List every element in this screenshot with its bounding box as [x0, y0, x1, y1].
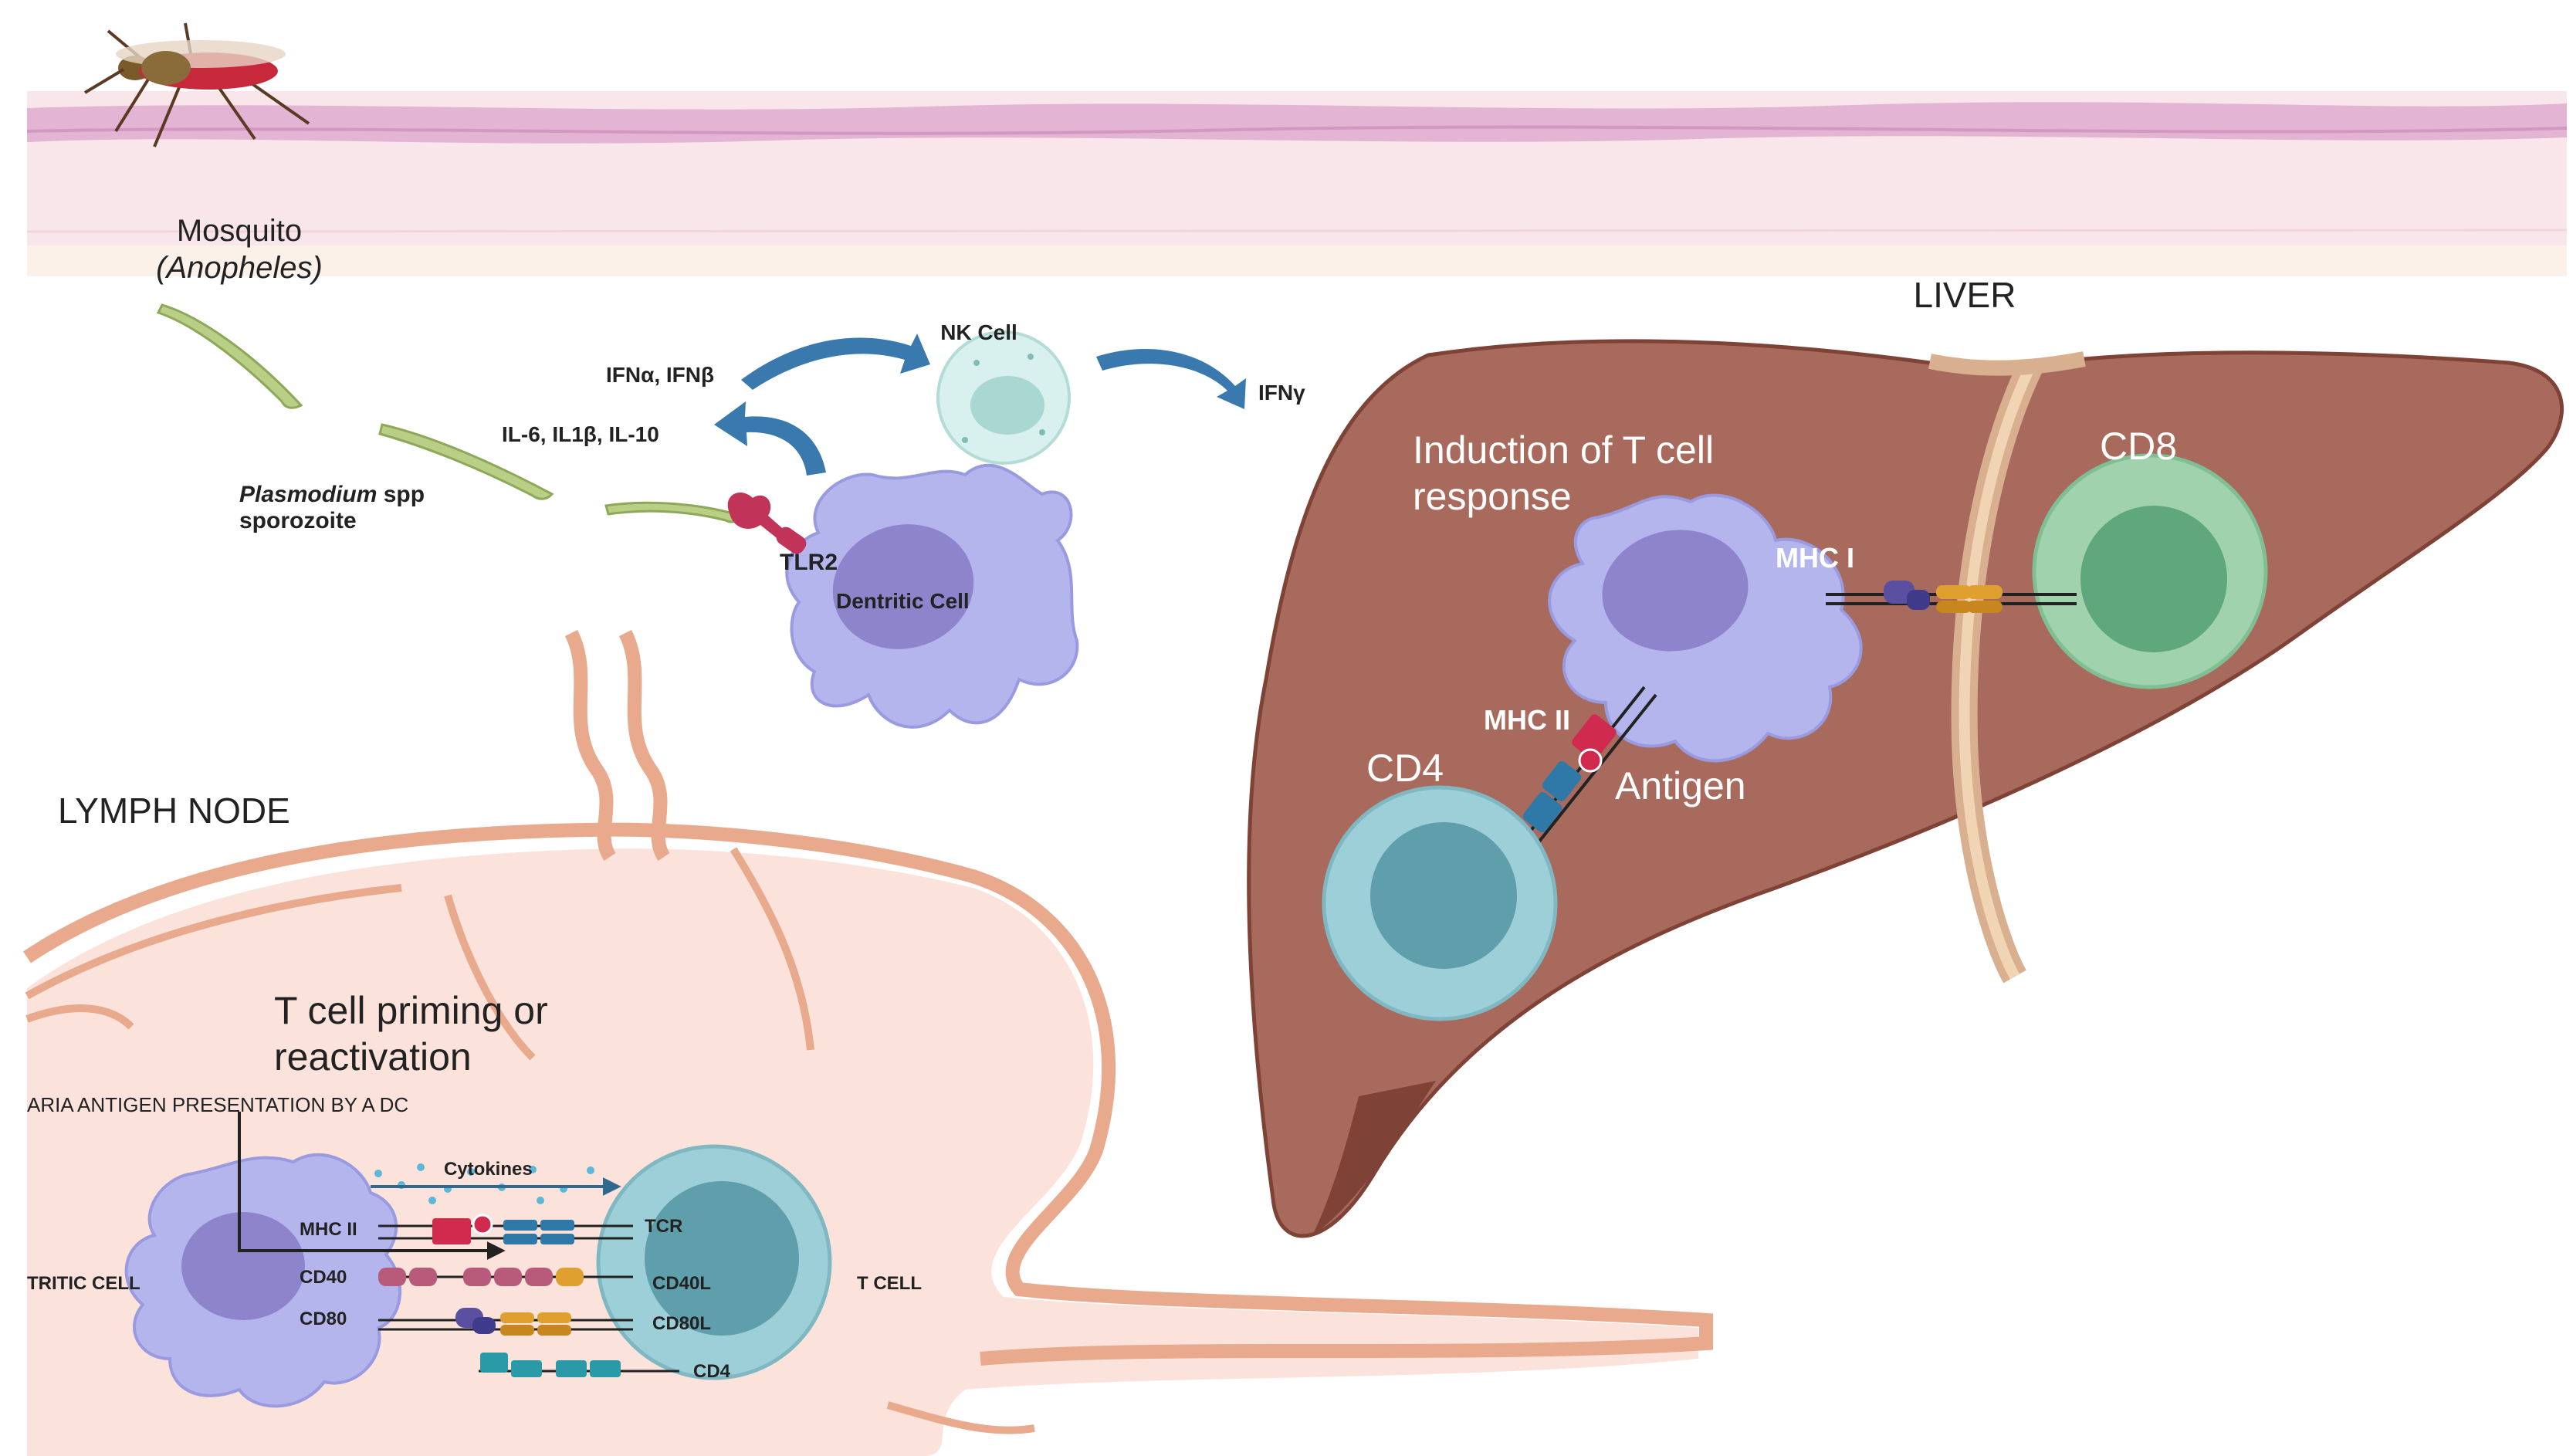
mhc1-complex: [1826, 581, 2077, 613]
sporozoite-label: Plasmodium spp: [239, 482, 425, 507]
cytokine-arrows: [714, 334, 1246, 476]
cd4-label-liver: CD4: [1366, 747, 1444, 790]
induction-line2: response: [1413, 475, 1572, 518]
lymph-cd4-label: CD4: [693, 1361, 731, 1382]
cd80l-label: CD80L: [652, 1313, 711, 1334]
tcr-label: TCR: [645, 1216, 682, 1237]
t-cell-lymph: [596, 1144, 832, 1380]
nk-cell-label: NK Cell: [940, 320, 1017, 344]
ifn-ab-label: IFNα, IFNβ: [606, 363, 714, 387]
skin-line: [26, 125, 2568, 135]
liver-title: LIVER: [1914, 275, 2016, 315]
cd40-label: CD40: [300, 1267, 347, 1288]
sporozoite: [604, 501, 743, 523]
sporozoite: [156, 303, 303, 409]
cd40l-label: CD40L: [652, 1273, 711, 1294]
skin-layer: [26, 91, 2568, 276]
induction-line1: Induction of T cell: [1413, 428, 1714, 472]
receptor-cd4: [479, 1353, 679, 1377]
mhc1-label: MHC I: [1776, 542, 1854, 574]
lymph-node: [23, 629, 1713, 1456]
skin-hypodermis: [27, 245, 2567, 276]
receptor-cd40: [378, 1268, 633, 1286]
sporozoite: [378, 423, 554, 500]
dendritic-cell-label: Dentritic Cell: [836, 589, 970, 613]
cd8-cell: [2032, 453, 2268, 689]
mosquito-species: (Anopheles): [156, 251, 323, 285]
tlr2-receptor: [727, 492, 807, 554]
cytokines-label: Cytokines: [444, 1159, 533, 1180]
lymph-node-title: LYMPH NODE: [58, 791, 290, 831]
ifng-label: IFNγ: [1258, 381, 1305, 405]
presentation-pointer: [238, 1112, 506, 1260]
presentation-caption: ARIA ANTIGEN PRESENTATION BY A DC: [27, 1093, 408, 1116]
cd8-label: CD8: [2100, 425, 2177, 468]
priming-line2: reactivation: [274, 1035, 472, 1078]
arrow-to-il: [714, 401, 826, 476]
receptor-cd80: [378, 1308, 633, 1336]
mosquito-label: Mosquito: [177, 214, 302, 248]
skin-epidermis: [27, 102, 2567, 144]
tlr2-label: TLR2: [780, 550, 838, 575]
nk-cell: [936, 330, 1071, 465]
mosquito: [83, 22, 310, 147]
lymph-mhc2-label: MHC II: [300, 1219, 357, 1240]
receptor-mhc2-tcr: [378, 1214, 633, 1244]
dendritic-cell-lymph: [124, 1153, 402, 1408]
sporozoite-label-line2: sporozoite: [239, 508, 357, 533]
dendritic-cell-liver: [1548, 493, 1863, 763]
arrow-to-ifng: [1096, 348, 1246, 409]
lymph-dc-label: TRITIC CELL: [27, 1273, 140, 1294]
cd4-cell-liver: [1322, 785, 1558, 1021]
t-cell-label: T CELL: [857, 1273, 922, 1294]
antigen-label: Antigen: [1615, 764, 1746, 808]
liver-mhc2-label: MHC II: [1484, 704, 1570, 736]
interleukin-label: IL-6, IL1β, IL-10: [502, 422, 659, 446]
arrow-to-nk: [741, 334, 930, 390]
priming-line1: T cell priming or: [274, 989, 548, 1032]
cd80-label: CD80: [300, 1309, 347, 1329]
dendritic-cell-skin: [785, 463, 1079, 729]
